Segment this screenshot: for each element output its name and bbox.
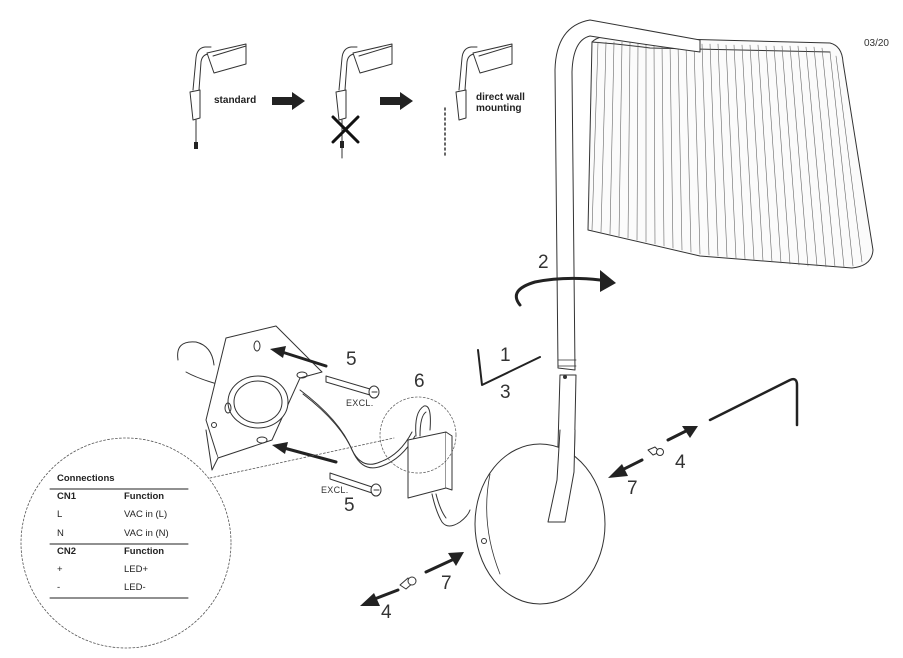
- rotation-arrow-icon: [514, 270, 616, 307]
- cn2-row-function: LED+: [124, 564, 149, 575]
- arrow-right-icon: [272, 92, 305, 110]
- allen-key-large-icon: [708, 377, 799, 427]
- mini-lamp-no-cord: [335, 43, 393, 159]
- arrow-right-icon: [380, 92, 413, 110]
- arrow-left-icon: [280, 350, 338, 464]
- screw-icon: [325, 375, 380, 399]
- step-4-number-right: 4: [675, 452, 686, 473]
- step-1-number: 1: [500, 345, 511, 366]
- connections-title: Connections: [57, 473, 115, 484]
- detail-highlight-circle: [379, 396, 457, 474]
- excl-label-bottom: EXCL.: [321, 485, 349, 495]
- cross-out-icon: [331, 115, 360, 144]
- wall-bracket: [177, 325, 323, 471]
- cn1-header: CN1: [57, 491, 77, 502]
- excl-label-top: EXCL.: [346, 398, 374, 408]
- step-7-number-bottom: 7: [441, 573, 452, 594]
- step-5-number-top: 5: [346, 349, 357, 370]
- arrow-head-icon: [272, 442, 288, 454]
- arrow-head-icon: [270, 346, 286, 358]
- step-2-number: 2: [538, 252, 549, 273]
- cn2-row-pin: -: [57, 582, 61, 593]
- step-3-number: 3: [500, 382, 511, 403]
- page-number: 03/20: [863, 38, 889, 49]
- cn2-row-pin: +: [57, 564, 63, 575]
- step-6-number: 6: [414, 371, 425, 392]
- cn1-row-function: VAC in (L): [124, 509, 168, 520]
- set-screw-icon: [647, 446, 664, 456]
- allen-key-small-icon: [477, 349, 541, 386]
- step-5-number-bottom: 5: [344, 495, 355, 516]
- set-screw-icon: [399, 576, 417, 590]
- arrow-head-icon: [682, 426, 698, 438]
- step-7-number-right: 7: [627, 478, 638, 499]
- standard-mounting-label: standard: [214, 95, 257, 106]
- power-cable: [299, 389, 416, 469]
- cn1-row-pin: L: [57, 509, 63, 520]
- cn1-row-pin: N: [57, 528, 64, 539]
- cn2-row-function: LED-: [124, 582, 146, 593]
- direct-mounting-label: direct wall mounting: [476, 92, 525, 114]
- wall-disc: [474, 429, 606, 605]
- step-4-number-bottom: 4: [381, 602, 392, 623]
- screw-icon: [329, 472, 382, 497]
- cn2-function-header: Function: [124, 546, 165, 557]
- mini-lamp-direct: [444, 43, 513, 156]
- mini-lamp-standard: [189, 43, 247, 149]
- cn1-row-function: VAC in (N): [124, 528, 169, 539]
- connections-callout: [20, 437, 395, 649]
- lamp-shade: [587, 36, 874, 269]
- arrow-head-icon: [608, 464, 628, 478]
- cn2-header: CN2: [57, 546, 77, 557]
- led-driver: [407, 405, 471, 527]
- arrow-head-icon: [448, 552, 464, 566]
- cn1-function-header: Function: [124, 491, 165, 502]
- arrow-head-icon: [360, 593, 380, 606]
